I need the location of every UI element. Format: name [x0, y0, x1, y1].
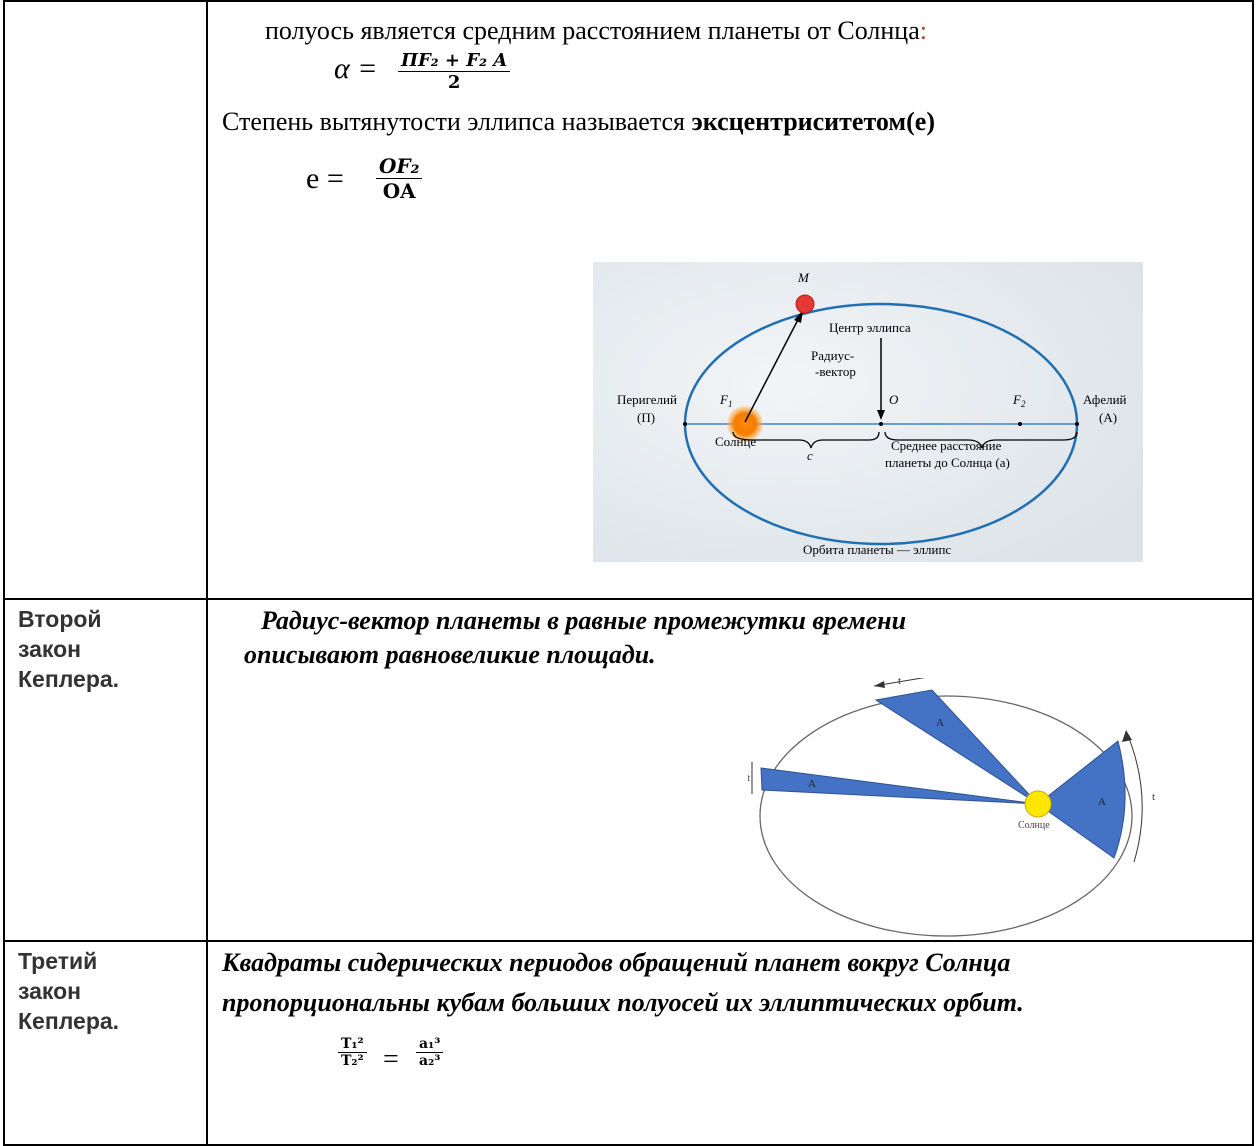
- label-perihelion-2: (П): [637, 410, 655, 425]
- planet-icon: [795, 294, 815, 314]
- formula-e-fraction: OF₂ OA: [376, 154, 423, 203]
- sector-left: [760, 767, 1039, 805]
- time-arrowhead-top: [874, 681, 885, 688]
- label-radius-1: Радиус-: [811, 348, 854, 363]
- formula-a-fraction: ПF₂ + F₂ A 2: [398, 50, 511, 93]
- third-law-text-2: пропорциональны кубам больших полуосей и…: [222, 988, 1024, 1017]
- formula-3-right-fraction: a₁³ a₂³: [416, 1036, 444, 1069]
- label-aphelion-1: Афелий: [1083, 392, 1127, 407]
- second-law-content: Радиус-вектор планеты в равные промежутк…: [206, 598, 1254, 942]
- formula-e-lhs: е =: [306, 162, 344, 195]
- time-label-top: t: [898, 678, 901, 687]
- formula-3-den2: a₂³: [419, 1053, 441, 1069]
- time-arc-right: [1127, 735, 1143, 863]
- aphelion-dot: [1075, 422, 1079, 426]
- label-c: c: [807, 448, 813, 463]
- center-dot: [879, 422, 883, 426]
- label-sun: Солнце: [715, 434, 756, 449]
- label-perihelion-1: Перигелий: [617, 392, 677, 407]
- row-first-law: полуось является средним расстоянием пла…: [3, 0, 1254, 600]
- formula-3-num1: T₁²: [338, 1036, 367, 1053]
- brace-mean-distance: [884, 431, 1078, 449]
- laws-table: полуось является средним расстоянием пла…: [3, 0, 1254, 1146]
- second-law-text-1: Радиус-вектор планеты в равные промежутк…: [261, 606, 907, 635]
- eccentricity-line: Степень вытянутости эллипса называется э…: [222, 107, 935, 137]
- diagram-background: [593, 262, 1143, 562]
- equal-areas-diagram: A A A Солнце t t t: [748, 678, 1155, 937]
- row-second-law: Второй закон Кеплера. Радиус-вектор план…: [3, 598, 1254, 942]
- orbit-ellipse-diagram: M Центр эллипса Радиус- -вектор Перигели…: [593, 262, 1143, 562]
- second-law-text-2: описывают равновеликие площади.: [244, 640, 656, 669]
- formula-a-numerator: ПF₂ + F₂ A: [398, 50, 511, 72]
- label-f1: F1: [719, 392, 732, 409]
- row-third-law: Третий закон Кеплера. Квадраты сидеричес…: [3, 940, 1254, 1146]
- label-center: Центр эллипса: [829, 320, 911, 335]
- third-law-content: Квадраты сидерических периодов обращений…: [206, 940, 1254, 1146]
- focus-f2-dot: [1018, 422, 1022, 426]
- second-law-label-cell: Второй закон Кеплера.: [3, 598, 208, 942]
- third-law-label: Третий закон Кеплера.: [18, 948, 120, 1034]
- center-arrowhead: [877, 410, 885, 420]
- first-law-content: полуось является средним расстоянием пла…: [206, 0, 1254, 600]
- eccentricity-text: Степень вытянутости эллипса называется: [222, 107, 692, 136]
- formula-a-denominator: 2: [447, 72, 461, 93]
- formula-3-den1: T₂²: [341, 1053, 364, 1069]
- formula-3-eq: =: [383, 1044, 399, 1075]
- orbit-ellipse-2: [759, 695, 1133, 937]
- semi-axis-text: полуось является средним расстоянием пла…: [265, 16, 920, 45]
- third-law-text-1: Квадраты сидерических периодов обращений…: [222, 948, 1011, 977]
- semi-axis-line: полуось является средним расстоянием пла…: [265, 16, 927, 46]
- label-orbit: Орбита планеты — эллипс: [803, 542, 951, 557]
- time-label-left: t: [748, 772, 750, 784]
- radius-vector-arrowhead: [794, 310, 803, 323]
- label-mean-1: Среднее расстояние: [891, 438, 1002, 453]
- formula-3-num2: a₁³: [416, 1036, 444, 1053]
- area-label-top: A: [936, 717, 944, 729]
- label-aphelion-2: (А): [1099, 410, 1117, 425]
- sector-top: [874, 689, 1039, 805]
- area-label-left: A: [808, 778, 816, 790]
- time-label-right: t: [1152, 791, 1155, 803]
- sun-label-2: Солнце: [1018, 820, 1050, 831]
- colon: :: [919, 16, 927, 45]
- label-mean-2: планеты до Солнца (a): [885, 455, 1010, 470]
- formula-e-numerator: OF₂: [376, 154, 423, 179]
- second-law-label: Второй закон Кеплера.: [18, 606, 120, 692]
- eccentricity-term: эксцентриситетом(е): [691, 107, 935, 136]
- label-cell-empty: [3, 0, 208, 600]
- sun-icon: [727, 406, 763, 442]
- label-m: M: [797, 270, 810, 285]
- third-law-label-cell: Третий закон Кеплера.: [3, 940, 208, 1146]
- label-o: O: [889, 392, 899, 407]
- sun-icon-2: [1024, 790, 1052, 818]
- brace-c: [732, 431, 880, 449]
- label-f2: F2: [1012, 392, 1026, 409]
- label-radius-2: -вектор: [815, 364, 856, 379]
- formula-a-lhs: α =: [334, 52, 378, 85]
- formula-e-denominator: OA: [382, 179, 416, 203]
- formula-3-left-fraction: T₁² T₂²: [338, 1036, 367, 1069]
- time-arrowhead-right: [1122, 730, 1132, 742]
- area-label-right: A: [1098, 796, 1106, 808]
- perihelion-dot: [683, 422, 687, 426]
- sector-right: [1037, 740, 1126, 859]
- radius-vector-line: [744, 309, 804, 423]
